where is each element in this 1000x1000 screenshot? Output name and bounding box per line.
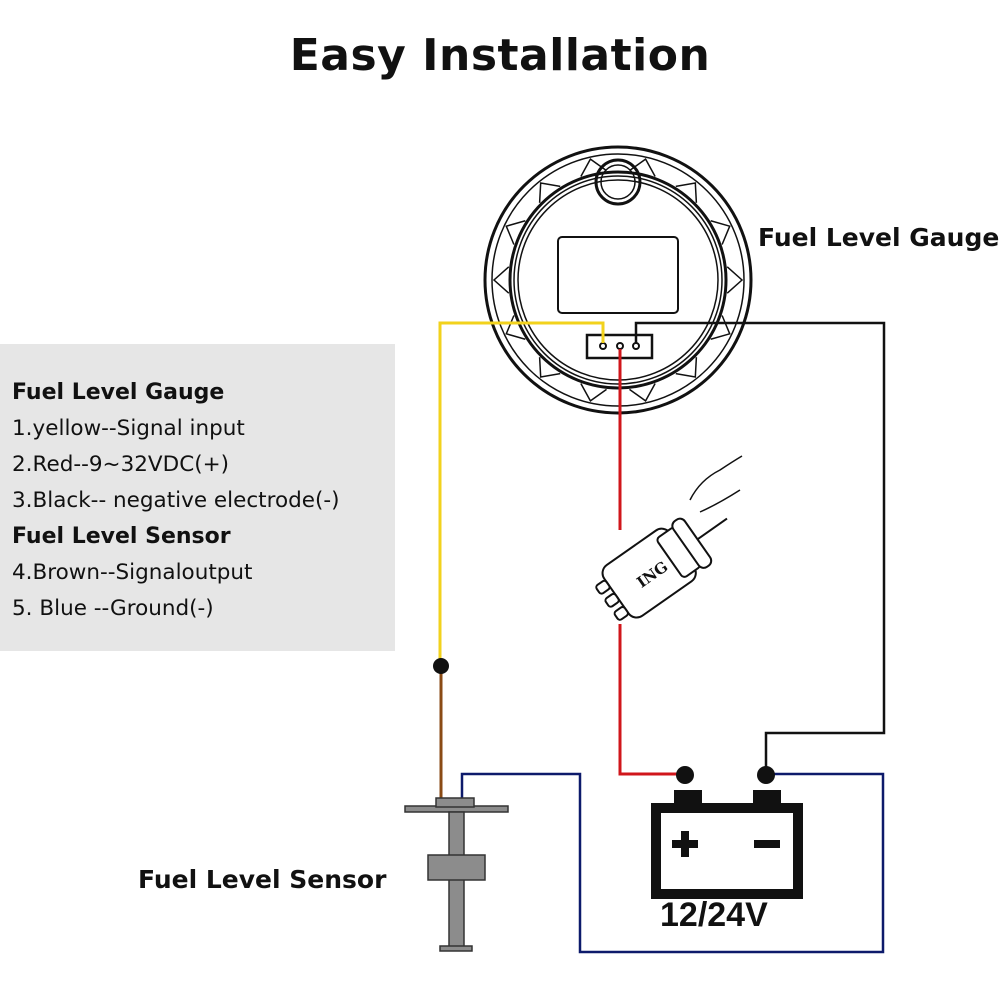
- bezel-ridge: [629, 383, 656, 402]
- yellow-wire: [438, 321, 605, 665]
- gauge-label: Fuel Level Gauge: [758, 223, 1000, 252]
- legend-heading-sensor: Fuel Level Sensor: [12, 524, 231, 549]
- blue-wire: [460, 772, 885, 954]
- legend-item-red: 2.Red--9~32VDC(+): [12, 452, 229, 477]
- red-wire-lower: [618, 624, 684, 776]
- bezel-ridge: [675, 357, 698, 378]
- battery-voltage-label: 12/24V: [660, 896, 768, 934]
- battery-icon: [651, 766, 803, 899]
- legend-item-black: 3.Black-- negative electrode(-): [12, 488, 340, 513]
- sensor-label: Fuel Level Sensor: [138, 865, 387, 894]
- bezel-ridge: [492, 266, 510, 294]
- bezel-ridge: [580, 383, 607, 402]
- bezel-ridge: [710, 315, 731, 340]
- legend-item-yellow: 1.yellow--Signal input: [12, 416, 245, 441]
- fuel-gauge-icon: [483, 145, 753, 415]
- bezel-ridge: [675, 182, 698, 203]
- black-wire: [634, 321, 886, 775]
- bezel-ridge: [538, 357, 561, 378]
- ignition-switch-icon: ING: [595, 455, 743, 621]
- legend-item-blue: 5. Blue --Ground(-): [12, 596, 214, 621]
- wiring-legend: Fuel Level Gauge 1.yellow--Signal input …: [0, 344, 395, 651]
- fuel-sensor-icon: [404, 797, 509, 952]
- bezel-ridge: [726, 266, 744, 294]
- legend-item-brown: 4.Brown--Signaloutput: [12, 560, 253, 585]
- junction-dot: [433, 658, 449, 674]
- battery-minus-icon: [754, 840, 780, 848]
- bezel-ridge: [538, 182, 561, 203]
- legend-heading-gauge: Fuel Level Gauge: [12, 380, 225, 405]
- bezel-ridge: [710, 220, 731, 245]
- page-title: Easy Installation: [289, 30, 711, 81]
- bezel-ridge: [505, 220, 526, 245]
